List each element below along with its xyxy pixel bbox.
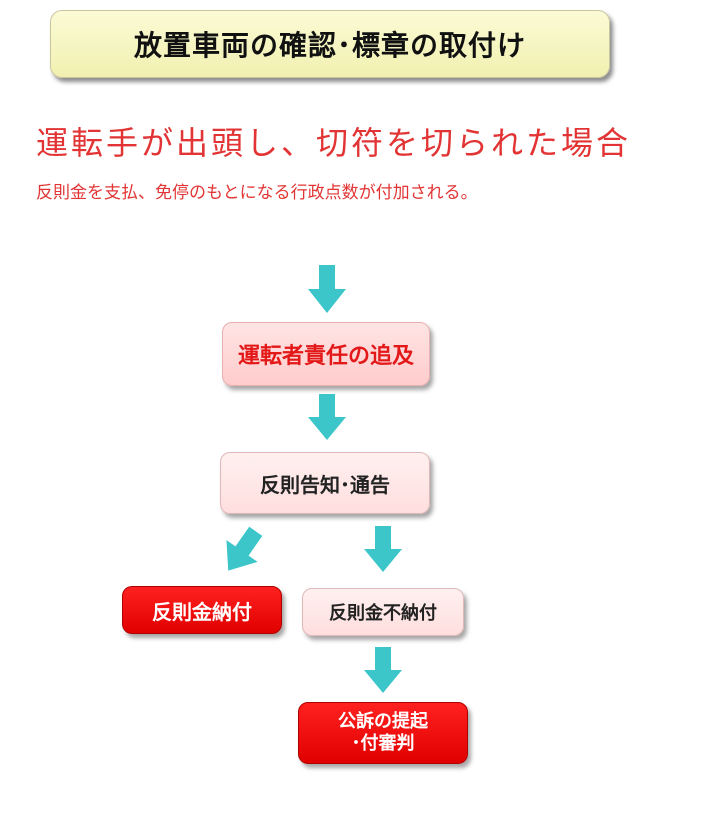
down-arrow-4	[364, 647, 402, 693]
diagonal-arrow-left	[226, 526, 263, 571]
down-arrow-3	[364, 526, 402, 572]
flow-box-prosecution: 公訴の提起 ･付審判	[298, 702, 468, 764]
flow-box-driver-responsibility: 運転者責任の追及	[222, 322, 430, 386]
flow-box-fine-unpaid: 反則金不納付	[302, 588, 464, 636]
flow-box-notice: 反則告知･通告	[220, 452, 430, 514]
flow-box-fine-paid: 反則金納付	[122, 586, 282, 634]
case-heading: 運転手が出頭し、切符を切られた場合	[36, 124, 632, 162]
down-arrow-1	[308, 265, 346, 313]
page-title: 放置車両の確認･標章の取付け	[133, 29, 526, 62]
down-arrow-2	[308, 394, 346, 440]
title-box: 放置車両の確認･標章の取付け	[50, 10, 610, 78]
case-description: 反則金を支払、免停のもとになる行政点数が付加される。	[36, 183, 478, 203]
